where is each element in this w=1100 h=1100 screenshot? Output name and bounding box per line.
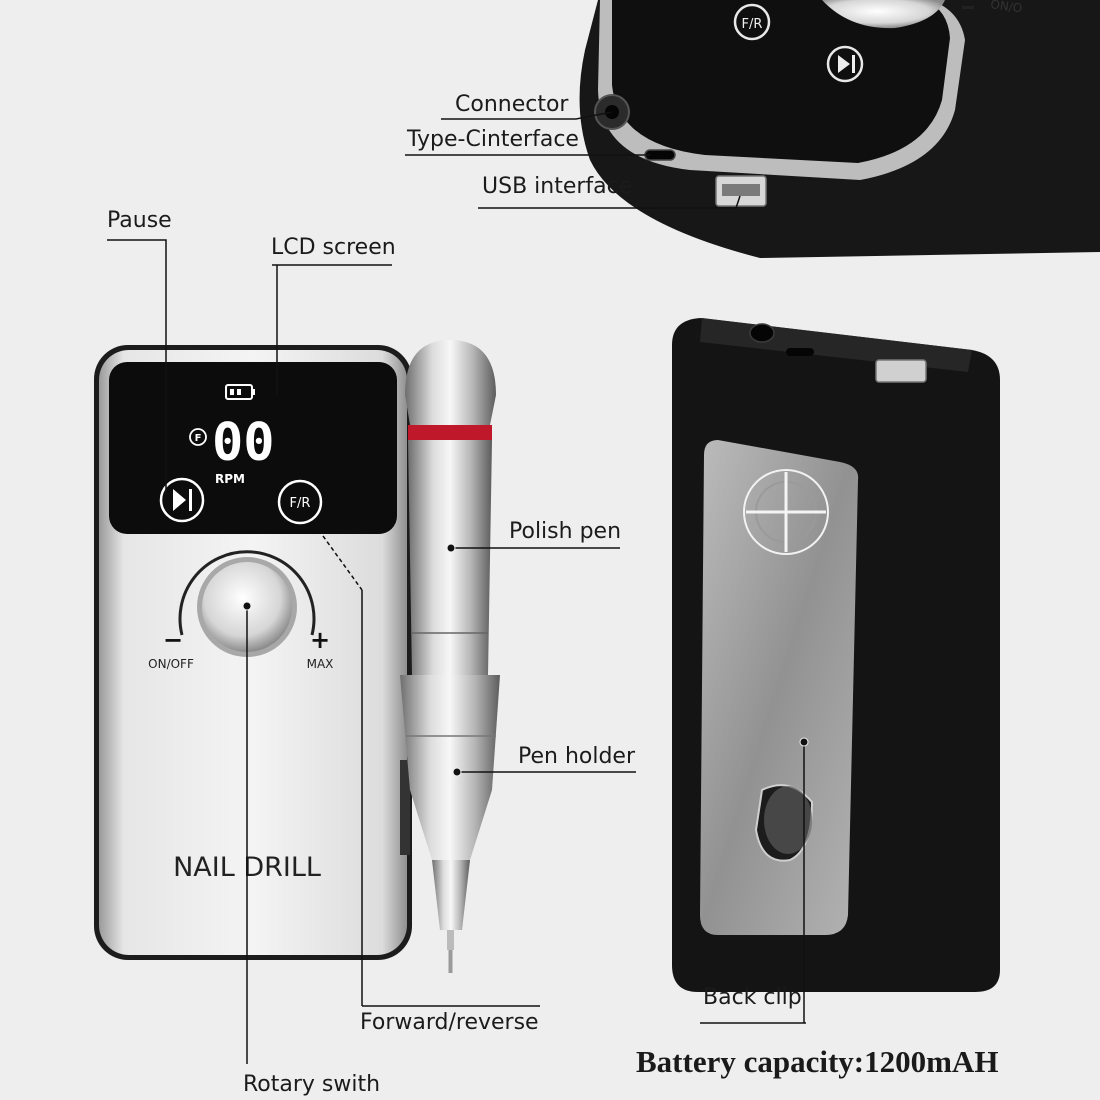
label-connector: Connector: [455, 92, 569, 117]
mode-letter: F: [195, 433, 202, 444]
label-pen-holder: Pen holder: [518, 744, 636, 769]
top-onoff-label: ON/O: [990, 0, 1024, 15]
lcd-panel: [109, 362, 397, 534]
pause-button[interactable]: [159, 477, 205, 523]
top-rotary-knob[interactable]: [822, 0, 945, 29]
label-type-c: Type-Cinterface: [407, 127, 579, 152]
label-rotary: Rotary swith: [243, 1072, 381, 1097]
back-clip: [700, 440, 859, 935]
lcd-digits: 00: [212, 413, 275, 473]
fr-button[interactable]: [277, 479, 323, 525]
label-lcd: LCD screen: [271, 235, 396, 260]
top-play-pause-button[interactable]: [826, 45, 864, 83]
top-play-icon: [838, 55, 850, 73]
minus-sign: −: [163, 626, 183, 654]
back-type-c-port: [786, 348, 814, 356]
top-fr-button[interactable]: [733, 3, 771, 41]
back-usb-port: [875, 359, 927, 383]
plus-sign: +: [310, 626, 330, 654]
label-pause: Pause: [107, 208, 172, 233]
fr-button-label: F/R: [290, 496, 311, 511]
label-polish-pen: Polish pen: [509, 519, 622, 544]
label-back-clip: Back clip: [703, 985, 802, 1010]
max-label: MAX: [307, 657, 334, 671]
onoff-label: ON/OFF: [148, 657, 194, 671]
label-usb: USB interface: [482, 174, 633, 199]
pen-red-ring: [408, 425, 492, 440]
top-fr-label: F/R: [742, 17, 763, 32]
main-device: F 00 RPM F/R − + ON/OFF MAX NAIL DRILL: [94, 345, 412, 960]
top-device: F/R ON/O: [579, 0, 1100, 258]
back-device: [672, 318, 1000, 992]
play-pause-icon: [173, 489, 186, 511]
battery-caption: Battery capacity:1200mAH: [636, 1044, 999, 1079]
rpm-label: RPM: [215, 472, 245, 486]
back-connector-jack: [749, 323, 775, 343]
polish-pen-handpiece: [400, 340, 500, 973]
label-forward-reverse: Forward/reverse: [360, 1010, 539, 1035]
callout-lines: [107, 111, 806, 1064]
